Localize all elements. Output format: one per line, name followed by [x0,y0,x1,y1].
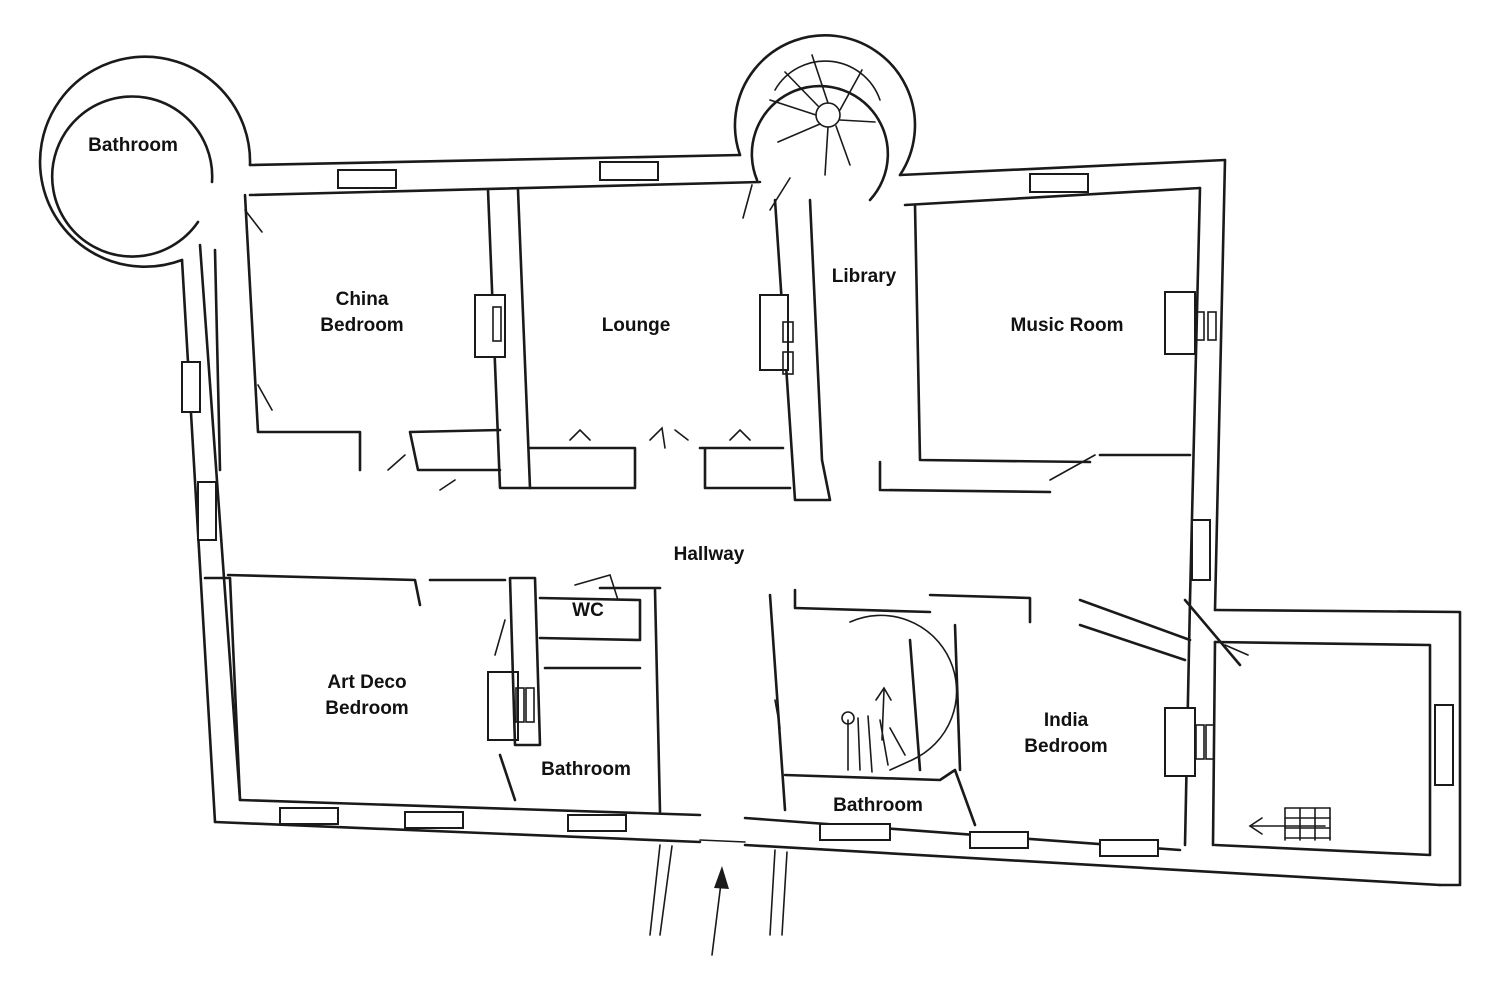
doors [244,177,1249,729]
fireplaces [474,291,1217,777]
lounge-label: Lounge [602,315,671,336]
india-bedroom-label-line2: Bedroom [1024,736,1107,757]
library-label: Library [832,266,897,287]
art-deco-bedroom-label-line2: Bedroom [325,698,408,719]
china-bedroom-label-line1: China [336,289,389,310]
bathroom-tower-walls [38,55,252,268]
china-bedroom-label-line2: Bedroom [320,315,403,336]
arrow-up-icon [711,866,729,956]
wc-label: WC [572,600,604,621]
music-room-label: Music Room [1011,315,1124,336]
south-interior-walls [203,573,1242,827]
entrance-path [649,839,788,936]
north-interior-walls [213,188,1192,502]
stair-tower-walls [733,34,917,202]
staircase-icon [841,614,958,773]
bathroom-left-label: Bathroom [541,759,631,780]
hallway-label: Hallway [674,544,745,565]
bathroom-center-label: Bathroom [833,795,923,816]
art-deco-bedroom-label-line1: Art Deco [327,672,406,693]
spiral-staircase-icon [769,54,881,176]
stairs-arrow-icon [1248,807,1331,841]
windows [181,161,1454,857]
india-bedroom-label-line1: India [1044,710,1089,731]
bathroom-tower-label: Bathroom [88,135,178,156]
